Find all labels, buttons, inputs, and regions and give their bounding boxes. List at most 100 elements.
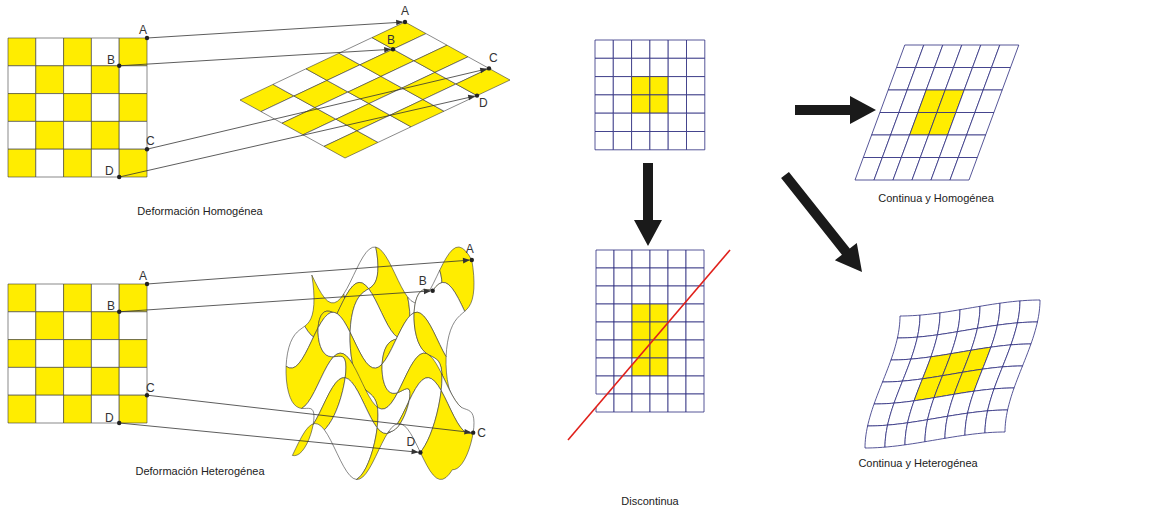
fault-line (568, 250, 730, 440)
grid-cell (595, 95, 613, 113)
checker-cell (36, 340, 64, 368)
point-letter: B (107, 54, 115, 66)
checker-cell (8, 38, 36, 66)
checker-cell (8, 121, 36, 149)
checker-cell (119, 312, 147, 340)
grid-cell (983, 68, 1010, 91)
grid-cell (650, 250, 668, 268)
correspondence-lines (117, 20, 491, 455)
grid-cell (614, 304, 632, 322)
grid-cell (1003, 344, 1031, 367)
grid-cell (905, 420, 928, 445)
grid-cell (632, 286, 650, 304)
checker-cell (91, 284, 119, 312)
grid-cell (650, 340, 668, 358)
grid-cell (994, 366, 1022, 389)
checker-cell (119, 367, 147, 395)
grid-cell (668, 95, 686, 113)
checker-cell (36, 367, 64, 395)
checker-cell (91, 367, 119, 395)
checker-cell (64, 94, 92, 122)
panel-caption: Discontinua (621, 496, 678, 507)
grid-cell (632, 95, 650, 113)
grid-cell (965, 411, 988, 435)
block-arrow (634, 163, 662, 246)
grid-cell (632, 304, 650, 322)
grid-cell (596, 340, 614, 358)
checker-cell (36, 284, 64, 312)
grid-cell (613, 77, 631, 95)
grid-cell (957, 306, 980, 331)
point-letter: D (406, 436, 415, 448)
leader-arrow (119, 423, 418, 452)
grid-cell (596, 268, 614, 286)
reference-grid (595, 40, 705, 150)
checker-cell (119, 340, 147, 368)
grid-cell (596, 250, 614, 268)
checker-cell (36, 312, 64, 340)
checkerboard (8, 38, 147, 177)
grid-cell (686, 286, 704, 304)
leader-arrow (147, 395, 471, 432)
grid-cell (686, 304, 704, 322)
grid-cell (686, 358, 704, 376)
deformed-grid (286, 247, 474, 479)
grid-cell (650, 286, 668, 304)
grid-cell (613, 113, 631, 131)
grid-cell (668, 376, 686, 394)
grid-cell (596, 304, 614, 322)
checker-cell (91, 121, 119, 149)
grid-cell (596, 376, 614, 394)
grid-cell (632, 304, 650, 322)
point-marker (470, 258, 474, 262)
checker-cell (64, 149, 92, 177)
grid-cell (668, 376, 686, 394)
point-marker (117, 64, 121, 68)
point-marker (475, 93, 479, 97)
leader-arrow (119, 291, 430, 312)
checker-cell (91, 312, 119, 340)
checker-cell (8, 94, 36, 122)
grid-cell (596, 286, 614, 304)
grid-cell (668, 322, 686, 340)
grid-cell (614, 394, 632, 412)
point-letter: C (477, 427, 486, 439)
grid-cell (632, 376, 650, 394)
checker-cell (91, 66, 119, 94)
grid-cell (985, 410, 1008, 433)
grid-cell (686, 286, 704, 304)
grid-cell (668, 358, 686, 376)
grid-cell (595, 113, 613, 131)
grid-cell (596, 340, 614, 358)
grid-cell (632, 322, 650, 340)
point-letter: A (466, 243, 474, 255)
panel-caption: Deformación Heterogénea (135, 466, 264, 477)
grid-cell (687, 95, 705, 113)
grid-cell (897, 315, 920, 338)
leader-arrow (119, 49, 390, 65)
grid-cell (988, 388, 1014, 411)
grid-cell (650, 340, 668, 358)
grid-cell (950, 158, 977, 181)
checker-cell (119, 66, 147, 94)
grid-cell (668, 268, 686, 286)
grid-cell (595, 77, 613, 95)
grid-cell (668, 40, 686, 58)
grid-cell (613, 132, 631, 150)
checker-cell (36, 94, 64, 122)
grid-cell (614, 376, 632, 394)
checkerboard (8, 284, 147, 423)
checker-cell (64, 312, 92, 340)
checker-cell (8, 340, 36, 368)
grid-cell (650, 376, 668, 394)
grid-cell (650, 113, 668, 131)
grid-cell (632, 268, 650, 286)
checker-cell (64, 367, 92, 395)
checker-cell (64, 38, 92, 66)
deformed-cell (456, 68, 510, 95)
grid-cell (668, 268, 686, 286)
grid-cell (992, 45, 1019, 68)
grid-cell (668, 286, 686, 304)
flexed-grid (865, 300, 1040, 448)
grid-cell (613, 40, 631, 58)
